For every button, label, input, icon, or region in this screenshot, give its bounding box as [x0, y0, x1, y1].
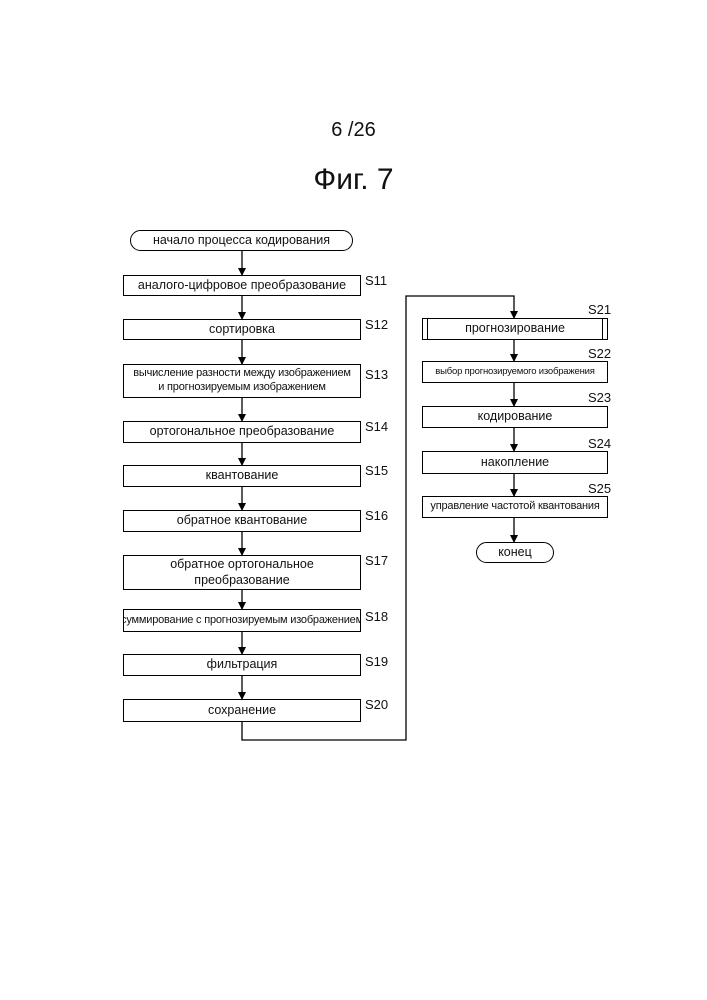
step-box-s23: кодирование [422, 406, 608, 428]
step-id-s16: S16 [365, 508, 388, 523]
step-label-s15: квантование [206, 468, 279, 484]
step-box-s13: вычисление разности между изображением и… [123, 364, 361, 398]
step-label-s13-line1: вычисление разности между изображением [133, 367, 351, 381]
step-box-s17: обратное ортогональное преобразование [123, 555, 361, 590]
step-id-s25: S25 [588, 481, 611, 496]
step-box-s25: управление частотой квантования [422, 496, 608, 518]
step-id-s19: S19 [365, 654, 388, 669]
step-label-s17-line1: обратное ортогональное [170, 557, 314, 573]
step-box-s16: обратное квантование [123, 510, 361, 532]
end-terminal: конец [476, 542, 554, 563]
step-box-s19: фильтрация [123, 654, 361, 676]
step-box-s12: сортировка [123, 319, 361, 340]
step-box-s14: ортогональное преобразование [123, 421, 361, 443]
step-label-s17-line2: преобразование [194, 573, 289, 589]
step-box-s11: аналого-цифровое преобразование [123, 275, 361, 296]
end-label: конец [498, 545, 532, 561]
step-box-s18: суммирование с прогнозируемым изображени… [123, 609, 361, 632]
step-box-s20: сохранение [123, 699, 361, 722]
step-box-s21: прогнозирование [422, 318, 608, 340]
start-terminal: начало процесса кодирования [130, 230, 353, 251]
step-box-s24: накопление [422, 451, 608, 474]
step-box-s22: выбор прогнозируемого изображения [422, 361, 608, 383]
step-label-s21: прогнозирование [465, 321, 565, 337]
step-id-s20: S20 [365, 697, 388, 712]
step-label-s18: суммирование с прогнозируемым изображени… [123, 614, 361, 628]
step-id-s18: S18 [365, 609, 388, 624]
step-label-s19: фильтрация [207, 657, 278, 673]
step-label-s11: аналого-цифровое преобразование [138, 278, 346, 294]
step-id-s17: S17 [365, 553, 388, 568]
step-id-s22: S22 [588, 346, 611, 361]
step-label-s12: сортировка [209, 322, 275, 338]
step-id-s23: S23 [588, 390, 611, 405]
step-label-s20: сохранение [208, 703, 276, 719]
step-id-s21: S21 [588, 302, 611, 317]
step-label-s22: выбор прогнозируемого изображения [435, 366, 594, 378]
step-label-s14: ортогональное преобразование [150, 424, 335, 440]
step-box-s15: квантование [123, 465, 361, 487]
start-label: начало процесса кодирования [153, 233, 330, 249]
step-id-s14: S14 [365, 419, 388, 434]
step-label-s25: управление частотой квантования [430, 500, 599, 514]
step-id-s12: S12 [365, 317, 388, 332]
step-id-s24: S24 [588, 436, 611, 451]
step-label-s16: обратное квантование [177, 513, 307, 529]
step-label-s23: кодирование [478, 409, 553, 425]
step-id-s15: S15 [365, 463, 388, 478]
step-id-s11: S11 [365, 273, 387, 288]
step-label-s13-line2: и прогнозируемым изображением [158, 381, 326, 395]
step-label-s24: накопление [481, 455, 549, 471]
step-id-s13: S13 [365, 367, 388, 382]
